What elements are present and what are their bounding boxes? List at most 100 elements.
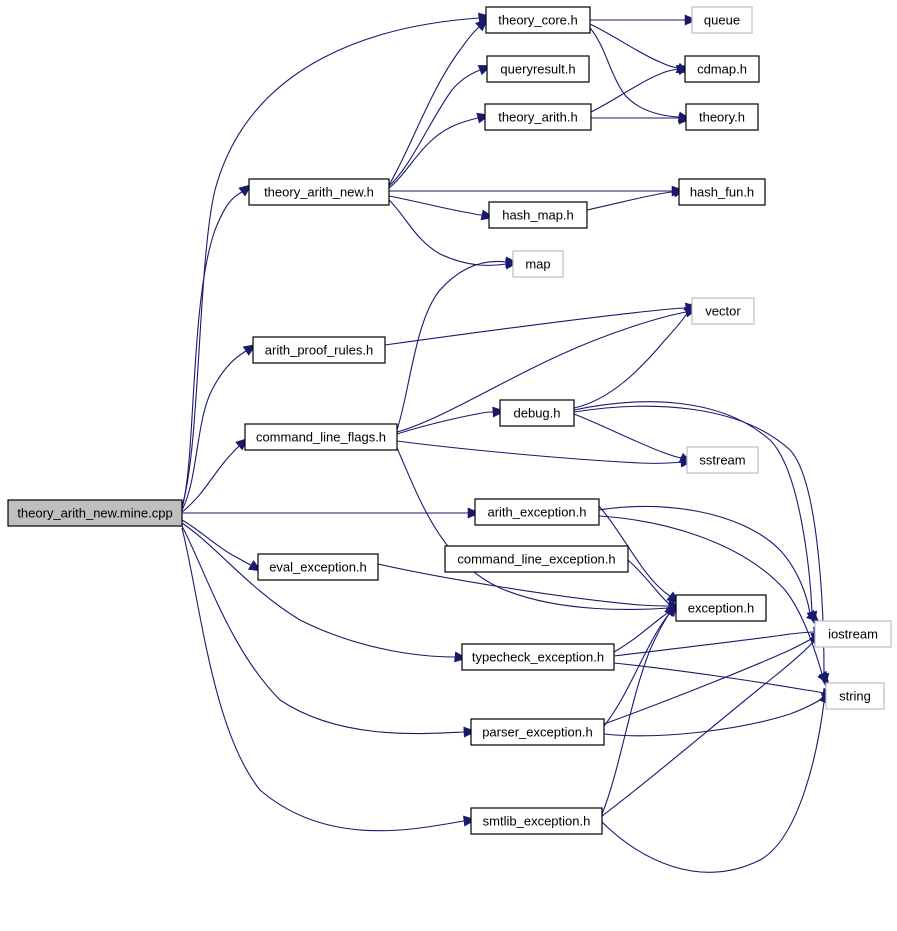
node-box-theory[interactable] — [685, 103, 759, 131]
node-cdmap[interactable]: cdmap.h — [684, 55, 760, 83]
node-queryresult[interactable]: queryresult.h — [486, 55, 590, 83]
edge-theory_arith_new-to-theory_core — [388, 26, 480, 186]
node-string[interactable]: string — [825, 682, 885, 710]
edge-command_line_exception-to-exception — [627, 559, 671, 606]
edge-theory_core-to-cdmap — [589, 23, 679, 69]
edge-arith_exception-to-exception — [598, 505, 671, 597]
edge-typecheck_exception-to-exception — [613, 611, 670, 653]
node-debug[interactable]: debug.h — [499, 399, 575, 427]
node-box-theory_arith[interactable] — [484, 103, 592, 131]
edge-command_line_flags-to-sstream — [396, 440, 682, 464]
arrowhead-debug — [492, 406, 506, 418]
edge-smtlib_exception-to-iostream — [601, 641, 814, 817]
edge-theory_arith-to-cdmap — [590, 68, 679, 113]
node-box-map[interactable] — [512, 250, 564, 278]
edge-root-to-parser_exception — [181, 525, 465, 735]
edge-debug-to-sstream — [573, 413, 682, 459]
edge-typecheck_exception-to-iostream — [613, 631, 815, 657]
edge-typecheck_exception-to-string — [613, 662, 824, 694]
edge-debug-to-vector — [573, 311, 689, 409]
node-command_line_flags[interactable]: command_line_flags.h — [244, 423, 398, 451]
edge-debug-to-iostream — [573, 401, 813, 613]
node-theory_arith_new[interactable]: theory_arith_new.h — [248, 178, 390, 206]
node-box-hash_fun[interactable] — [678, 178, 766, 206]
edge-layer — [181, 17, 825, 873]
node-box-typecheck_exception[interactable] — [461, 643, 615, 671]
edge-arith_proof_rules-to-vector — [384, 307, 687, 346]
node-smtlib_exception[interactable]: smtlib_exception.h — [470, 807, 603, 835]
node-vector[interactable]: vector — [691, 297, 755, 325]
arrowhead-iostream-2 — [806, 609, 820, 623]
edge-root-to-smtlib_exception — [181, 527, 465, 832]
edge-command_line_flags-to-vector — [396, 311, 687, 433]
node-arith_proof_rules[interactable]: arith_proof_rules.h — [252, 336, 386, 364]
node-box-debug[interactable] — [499, 399, 575, 427]
node-box-arith_exception[interactable] — [474, 498, 600, 526]
edge-theory_arith_new-to-queryresult — [388, 69, 481, 187]
node-box-vector[interactable] — [691, 297, 755, 325]
edge-root-to-typecheck_exception — [181, 522, 456, 658]
edge-theory_arith_new-to-map — [388, 199, 507, 266]
node-box-queue[interactable] — [691, 6, 753, 34]
node-hash_fun[interactable]: hash_fun.h — [678, 178, 766, 206]
arrowhead-theory_arith_new — [238, 184, 253, 197]
node-box-sstream[interactable] — [686, 446, 759, 474]
node-hash_map[interactable]: hash_map.h — [488, 201, 588, 229]
node-box-parser_exception[interactable] — [470, 718, 605, 746]
node-theory_core[interactable]: theory_core.h — [485, 6, 591, 34]
node-box-root[interactable] — [7, 499, 183, 527]
node-command_line_exception[interactable]: command_line_exception.h — [444, 545, 629, 573]
edge-theory_core-to-theory — [589, 27, 680, 118]
edge-debug-to-string — [573, 405, 825, 675]
edge-root-to-command_line_flags — [181, 445, 240, 513]
node-typecheck_exception[interactable]: typecheck_exception.h — [461, 643, 615, 671]
node-box-iostream[interactable] — [814, 620, 892, 648]
node-root[interactable]: theory_arith_new.mine.cpp — [7, 499, 183, 527]
node-eval_exception[interactable]: eval_exception.h — [257, 553, 379, 581]
node-box-command_line_exception[interactable] — [444, 545, 629, 573]
arrowhead-queue — [684, 14, 698, 26]
node-box-theory_arith_new[interactable] — [248, 178, 390, 206]
edge-parser_exception-to-string — [603, 697, 824, 737]
arrowhead-theory-2 — [678, 113, 692, 125]
edge-command_line_flags-to-exception — [396, 447, 670, 611]
node-box-exception[interactable] — [675, 594, 767, 622]
node-box-arith_proof_rules[interactable] — [252, 336, 386, 364]
edge-root-to-arith_proof_rules — [181, 350, 247, 511]
edge-command_line_flags-to-debug — [396, 411, 494, 435]
edge-hash_map-to-hash_fun — [586, 191, 675, 211]
edge-smtlib_exception-to-exception — [601, 613, 670, 815]
arrowhead-typecheck_exception — [454, 651, 468, 663]
edge-smtlib_exception-to-string — [601, 701, 825, 873]
arrowhead-arith_exception — [467, 507, 481, 519]
edge-arith_exception-to-string — [598, 515, 823, 675]
node-box-eval_exception[interactable] — [257, 553, 379, 581]
edge-eval_exception-to-exception — [377, 563, 670, 607]
edge-theory_arith_new-to-theory_arith — [388, 117, 479, 189]
node-map[interactable]: map — [512, 250, 564, 278]
arrowhead-smtlib_exception — [463, 815, 477, 827]
arrowhead-string-2 — [817, 670, 830, 685]
node-theory_arith[interactable]: theory_arith.h — [484, 103, 592, 131]
node-box-command_line_flags[interactable] — [244, 423, 398, 451]
arrowhead-map-2 — [505, 256, 519, 268]
node-parser_exception[interactable]: parser_exception.h — [470, 718, 605, 746]
node-sstream[interactable]: sstream — [686, 446, 759, 474]
node-box-queryresult[interactable] — [486, 55, 590, 83]
node-box-smtlib_exception[interactable] — [470, 807, 603, 835]
node-queue[interactable]: queue — [691, 6, 753, 34]
arrowhead-exception-7 — [664, 602, 676, 617]
node-box-hash_map[interactable] — [488, 201, 588, 229]
node-exception[interactable]: exception.h — [675, 594, 767, 622]
node-theory[interactable]: theory.h — [685, 103, 759, 131]
node-box-theory_core[interactable] — [485, 6, 591, 34]
arrowhead-parser_exception — [463, 726, 477, 738]
node-arith_exception[interactable]: arith_exception.h — [474, 498, 600, 526]
node-iostream[interactable]: iostream — [814, 620, 892, 648]
node-box-cdmap[interactable] — [684, 55, 760, 83]
node-box-string[interactable] — [825, 682, 885, 710]
edge-parser_exception-to-iostream — [603, 637, 814, 725]
